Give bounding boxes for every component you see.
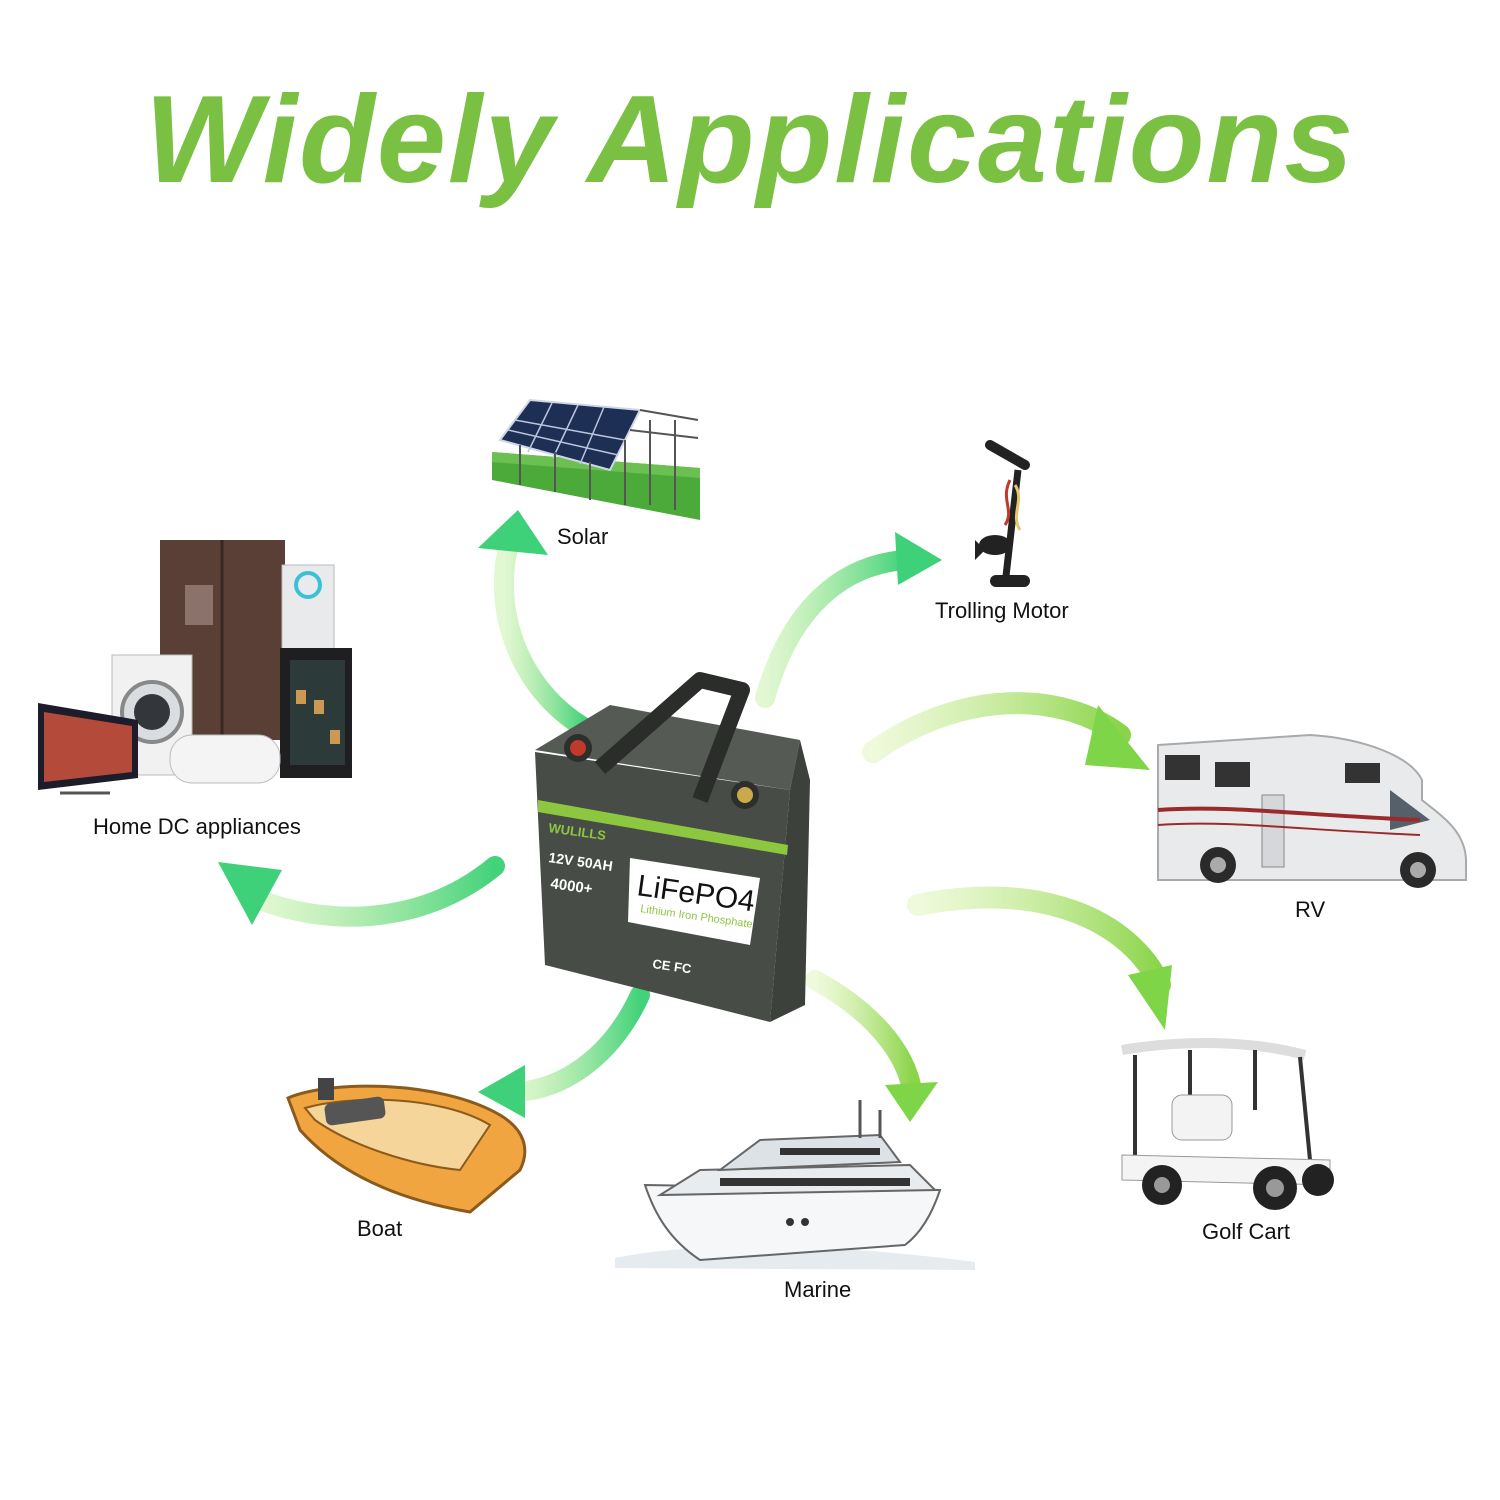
- battery-cycles: 4000+: [549, 875, 593, 898]
- arrow-to-home-dc: [218, 856, 505, 927]
- label-solar: Solar: [557, 524, 609, 549]
- arrow-to-rv: [862, 692, 1150, 770]
- trolling-motor-icon: [975, 440, 1030, 587]
- appliances-icon: [38, 540, 352, 795]
- solar-panel-icon: [492, 398, 700, 520]
- page-title: Widely Applications: [144, 71, 1356, 209]
- yacht-icon: [615, 1100, 975, 1270]
- golf-cart-icon: [1121, 1038, 1334, 1210]
- label-trolling-motor: Trolling Motor: [935, 598, 1069, 623]
- boat-icon: [286, 1078, 527, 1214]
- rv-icon: [1157, 733, 1467, 888]
- label-golf-cart: Golf Cart: [1202, 1219, 1291, 1244]
- label-rv: RV: [1295, 897, 1326, 922]
- label-boat: Boat: [357, 1216, 403, 1241]
- battery-icon: [535, 672, 810, 1022]
- label-marine: Marine: [784, 1277, 852, 1302]
- arrow-to-marine: [805, 970, 938, 1122]
- arrow-to-solar: [478, 510, 595, 738]
- arrow-to-golf-cart: [907, 886, 1172, 1030]
- label-home-dc: Home DC appliances: [93, 814, 301, 839]
- arrow-to-trolling-motor: [755, 532, 942, 708]
- arrow-to-boat: [478, 985, 650, 1118]
- battery-certifications: CE FC: [652, 956, 693, 976]
